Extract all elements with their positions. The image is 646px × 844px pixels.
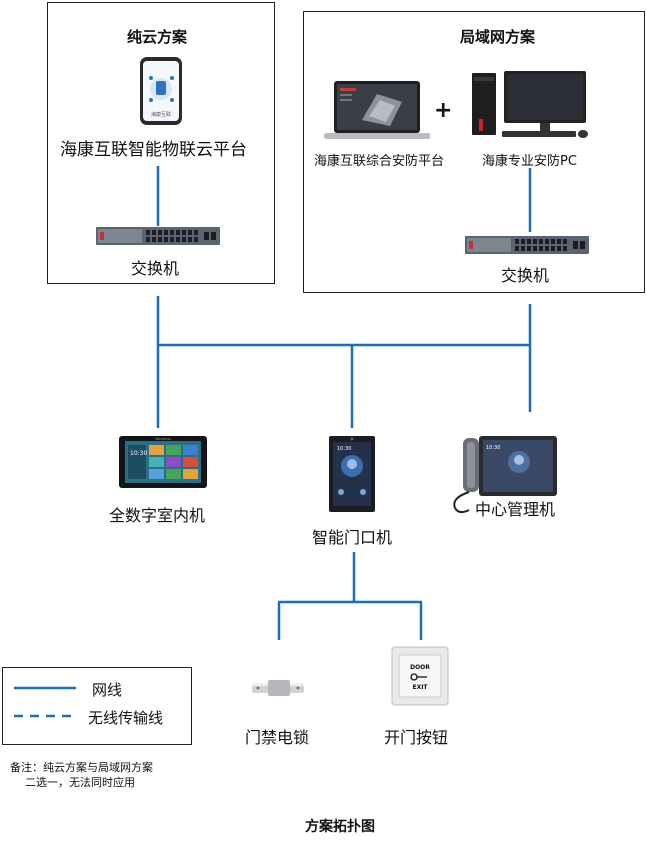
pc-label: 海康专业安防PC: [482, 154, 577, 169]
exit-button-exit-text: EXIT: [412, 684, 428, 691]
door-lock-label: 门禁电锁: [245, 728, 310, 747]
exit-button-icon: DOOR EXIT: [391, 646, 449, 706]
indoor-screen-brand: HIKVISION: [155, 437, 170, 441]
diagram-caption: 方案拓扑图: [305, 819, 375, 835]
lan-platform-label: 海康互联综合安防平台: [314, 154, 445, 169]
door-station-label: 智能门口机: [312, 528, 393, 547]
note-line-1: 备注：纯云方案与局域网方案: [10, 761, 153, 774]
exit-button-door-text: DOOR: [410, 664, 430, 671]
smartphone-icon: 海康互联: [140, 57, 182, 125]
plus-sign: +: [434, 98, 453, 123]
legend-wired-label: 网线: [92, 681, 123, 699]
exit-button-label: 开门按钮: [384, 728, 449, 747]
lan-solution-title: 局域网方案: [460, 28, 536, 46]
indoor-monitor-icon: 10:30 HIKVISION: [119, 436, 207, 488]
legend-box: [2, 667, 192, 745]
cloud-platform-label: 海康互联智能物联云平台: [60, 140, 247, 160]
lan-switch-icon: [465, 236, 589, 254]
door-station-icon: 10:30: [329, 436, 375, 512]
legend-wireless-label: 无线传输线: [88, 709, 164, 727]
indoor-monitor-label: 全数字室内机: [109, 506, 206, 525]
indoor-screen-time: 10:30: [130, 450, 147, 457]
management-console-label: 中心管理机: [475, 500, 556, 519]
management-console-icon: 10:30: [453, 436, 557, 514]
cloud-switch-icon: [96, 227, 220, 245]
door-lock-icon: [252, 680, 304, 696]
cloud-solution-title: 纯云方案: [127, 28, 188, 46]
center-screen-time: 10:30: [486, 445, 500, 451]
phone-screen-brand: 海康互联: [151, 111, 171, 118]
cloud-switch-label: 交换机: [131, 259, 180, 278]
note-line-2: 二选一，无法同时应用: [25, 776, 135, 789]
door-screen-time: 10:30: [337, 446, 351, 452]
desktop-pc-icon: [472, 71, 588, 138]
lan-switch-label: 交换机: [501, 266, 550, 285]
laptop-icon: [324, 81, 430, 139]
